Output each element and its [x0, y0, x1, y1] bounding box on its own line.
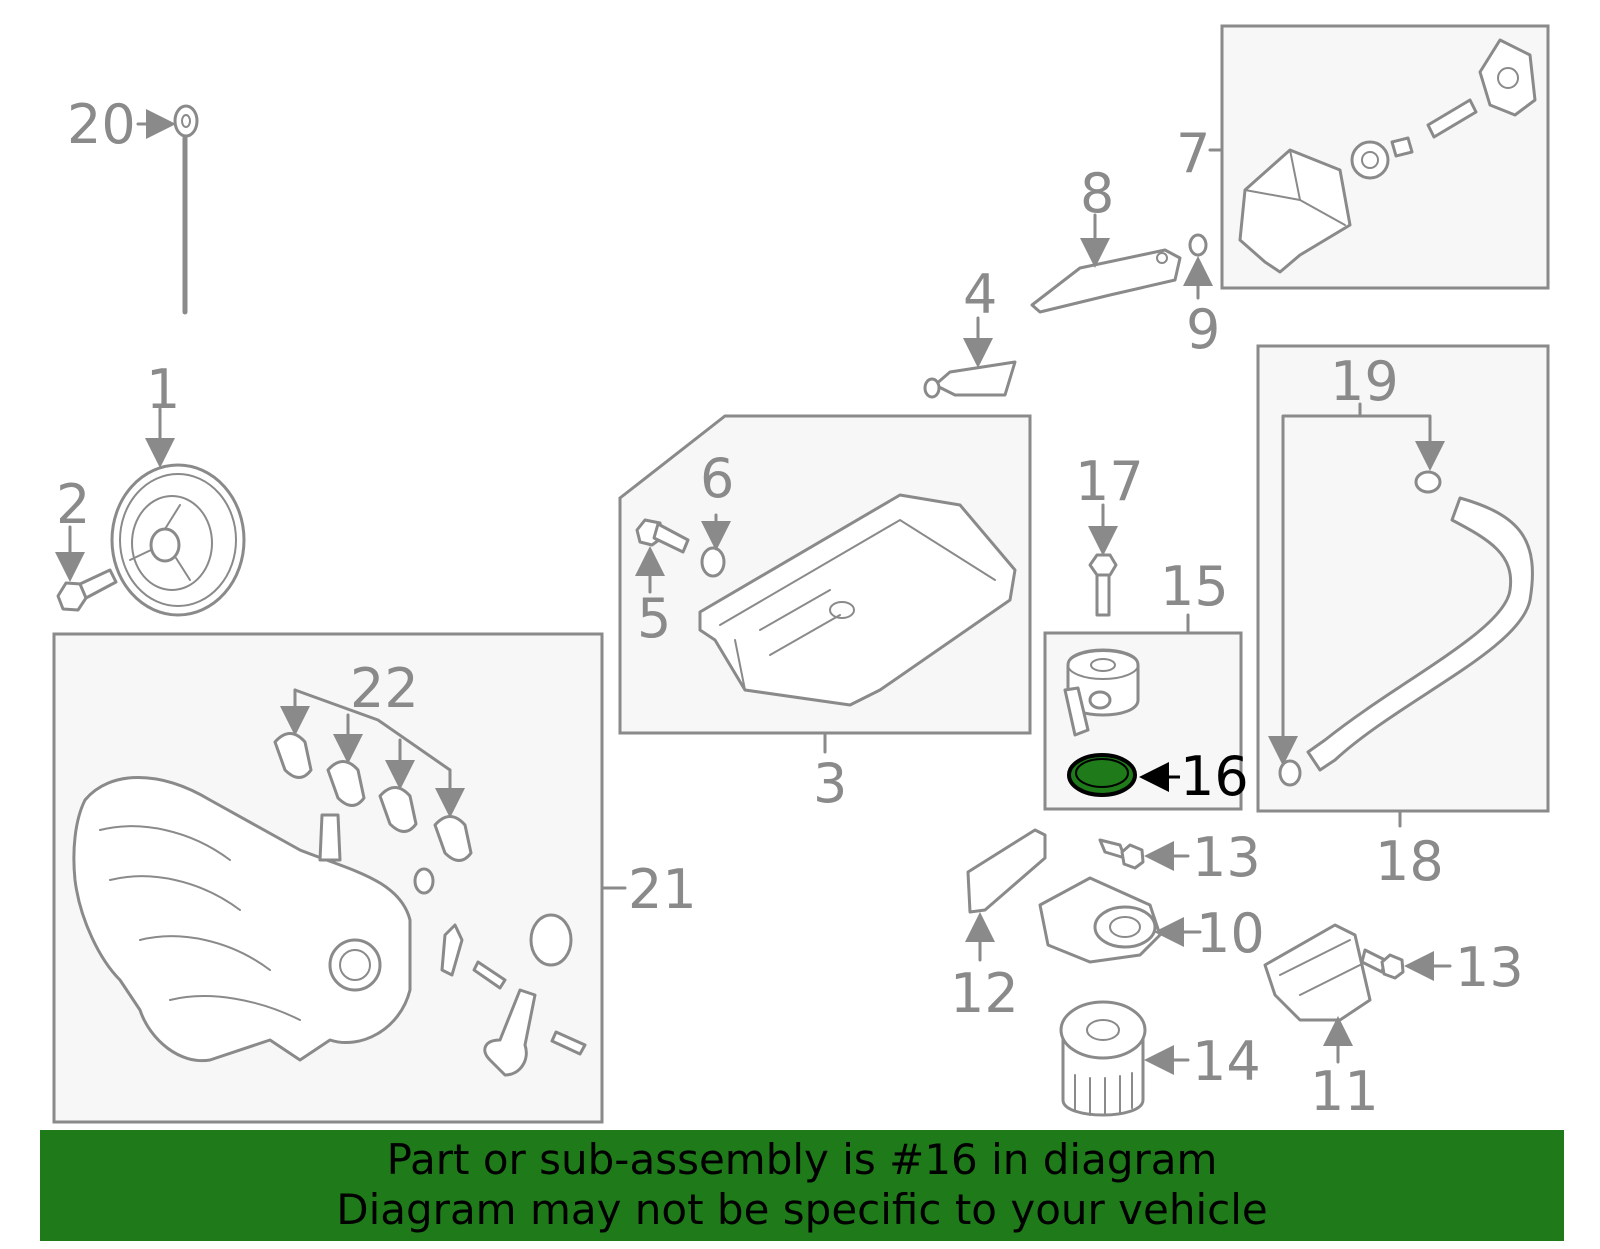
- callout-11: 11: [1310, 1060, 1379, 1123]
- part-20-dipstick: [136, 104, 199, 315]
- part-8-bracket: [1030, 213, 1182, 314]
- part-7-oil-pump: [1238, 38, 1537, 274]
- part-14-oil-filter: [1059, 1000, 1190, 1117]
- callout-3: 3: [813, 752, 847, 815]
- part-16-highlighted-gasket: [1067, 753, 1180, 797]
- callout-4: 4: [963, 263, 997, 326]
- part-3-oil-pan: [698, 493, 1017, 707]
- callout-7: 7: [1176, 122, 1210, 185]
- banner-line-1: Part or sub-assembly is #16 in diagram: [386, 1135, 1218, 1184]
- part-19-hose: [1268, 402, 1534, 787]
- part-21-intake-manifold: [72, 776, 587, 1077]
- callout-18: 18: [1375, 830, 1444, 893]
- part-22-gaskets: [273, 688, 473, 862]
- box-18-hose: [1256, 344, 1550, 813]
- callout-21: 21: [628, 858, 697, 921]
- part-9-o-ring: [1183, 233, 1213, 300]
- callout-5: 5: [637, 587, 671, 650]
- callout-14: 14: [1192, 1030, 1261, 1093]
- callout-10: 10: [1196, 902, 1265, 965]
- callout-6: 6: [700, 447, 734, 510]
- callout-22: 22: [350, 657, 419, 720]
- callout-2: 2: [56, 473, 90, 536]
- callout-12: 12: [950, 962, 1019, 1025]
- part-15-oil-cooler: [1063, 648, 1140, 737]
- part-2-bolt: [55, 525, 118, 612]
- part-12-gasket: [965, 828, 1047, 962]
- banner-line-2: Diagram may not be specific to your vehi…: [336, 1185, 1268, 1234]
- part-13-bolt-upper: [1098, 838, 1190, 871]
- part-6-o-ring: [700, 513, 731, 578]
- callout-13b: 13: [1455, 936, 1524, 999]
- part-10-filter-housing: [1038, 876, 1202, 964]
- callout-1: 1: [146, 358, 180, 421]
- callout-13a: 13: [1192, 826, 1261, 889]
- callout-9: 9: [1186, 298, 1220, 361]
- part-11-bracket: [1263, 923, 1372, 1064]
- callout-8: 8: [1080, 162, 1114, 225]
- part-17-bolt: [1088, 503, 1118, 617]
- part-13-bolt-lower: [1360, 948, 1452, 981]
- part-5-bolt: [635, 518, 690, 594]
- callout-16: 16: [1180, 745, 1249, 808]
- part-1-crankshaft-pulley: [110, 407, 246, 617]
- callout-20: 20: [67, 93, 136, 156]
- callout-15: 15: [1160, 555, 1229, 618]
- callout-17: 17: [1075, 450, 1144, 513]
- info-banner: Part or sub-assembly is #16 in diagram D…: [40, 1130, 1564, 1241]
- callout-19: 19: [1330, 350, 1399, 413]
- part-4-baffle: [923, 316, 1017, 399]
